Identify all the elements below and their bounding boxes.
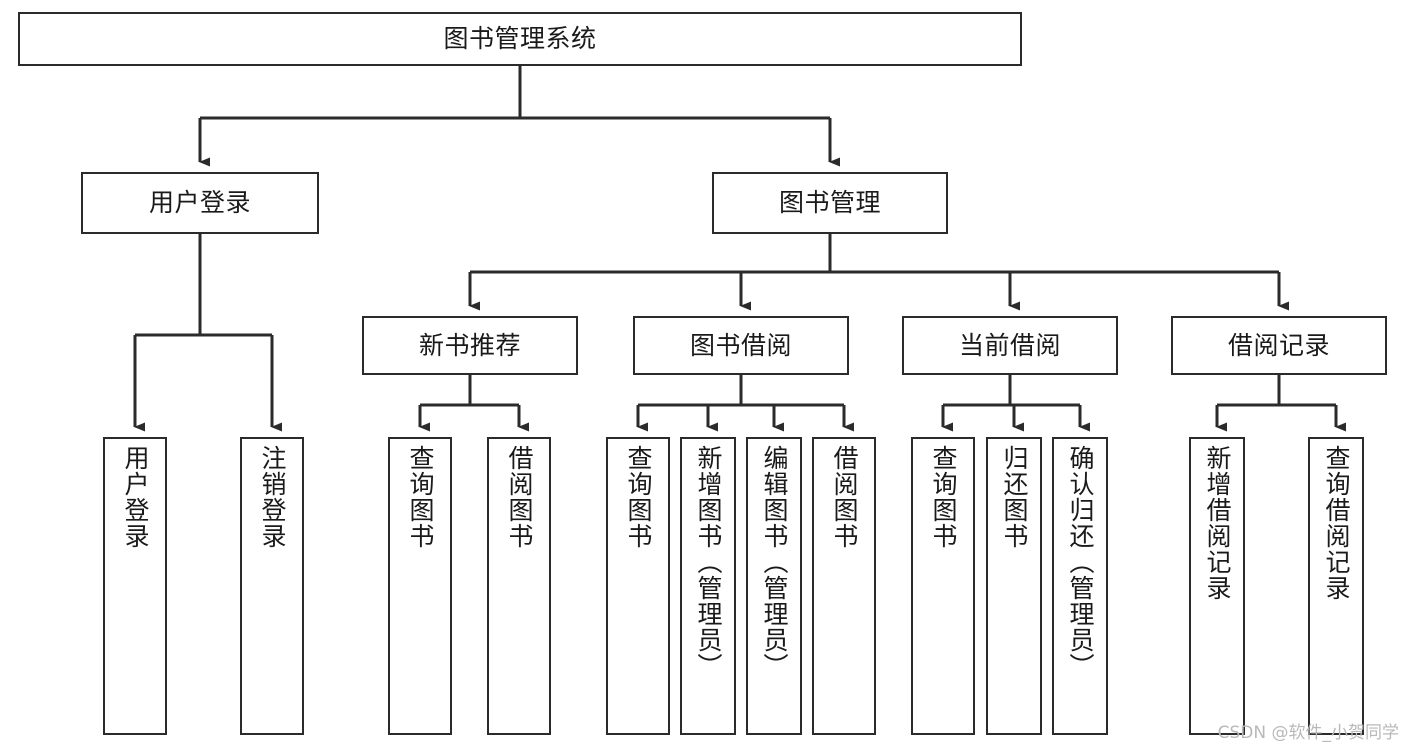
node-leaf-borrow-book-rec[interactable]: 借阅图书 [487, 437, 551, 735]
node-leaf-confirm-return-admin-label: 确认归还（管理员） [1066, 445, 1095, 679]
node-user-login[interactable]: 用户登录 [81, 172, 319, 234]
node-book-manage-label: 图书管理 [778, 188, 881, 218]
node-borrow-record[interactable]: 借阅记录 [1171, 316, 1387, 375]
node-current-borrow-label: 当前借阅 [958, 330, 1061, 360]
node-leaf-query-book-borrow[interactable]: 查询图书 [606, 437, 670, 735]
node-leaf-borrow-book[interactable]: 借阅图书 [812, 437, 876, 735]
node-leaf-add-book-admin-label: 新增图书（管理员） [694, 445, 723, 679]
node-leaf-return-book[interactable]: 归还图书 [986, 437, 1042, 735]
node-leaf-query-book-rec-label: 查询图书 [406, 445, 435, 549]
node-leaf-query-book-current-label: 查询图书 [929, 445, 958, 549]
node-new-book-recommend[interactable]: 新书推荐 [362, 316, 578, 375]
node-leaf-add-borrow-record-label: 新增借阅记录 [1203, 445, 1232, 601]
node-leaf-borrow-book-rec-label: 借阅图书 [505, 445, 534, 549]
node-root-label: 图书管理系统 [443, 24, 597, 54]
node-leaf-return-book-label: 归还图书 [1000, 445, 1029, 549]
node-root[interactable]: 图书管理系统 [18, 12, 1022, 66]
node-leaf-query-book-current[interactable]: 查询图书 [911, 437, 975, 735]
node-leaf-query-book-borrow-label: 查询图书 [624, 445, 653, 549]
node-leaf-user-login-label: 用户登录 [121, 445, 150, 549]
node-borrow-record-label: 借阅记录 [1227, 330, 1330, 360]
node-leaf-add-book-admin[interactable]: 新增图书（管理员） [680, 437, 736, 735]
node-book-borrow-label: 图书借阅 [689, 330, 792, 360]
node-leaf-user-login[interactable]: 用户登录 [103, 437, 167, 735]
node-leaf-add-borrow-record[interactable]: 新增借阅记录 [1189, 437, 1245, 735]
node-book-borrow[interactable]: 图书借阅 [633, 316, 849, 375]
node-current-borrow[interactable]: 当前借阅 [902, 316, 1118, 375]
node-book-manage[interactable]: 图书管理 [712, 172, 948, 234]
node-leaf-edit-book-admin-label: 编辑图书（管理员） [760, 445, 789, 679]
node-leaf-logout-login[interactable]: 注销登录 [240, 437, 304, 735]
node-leaf-query-borrow-record-label: 查询借阅记录 [1322, 445, 1351, 601]
node-leaf-confirm-return-admin[interactable]: 确认归还（管理员） [1052, 437, 1108, 735]
node-user-login-label: 用户登录 [148, 188, 251, 218]
node-leaf-query-borrow-record[interactable]: 查询借阅记录 [1308, 437, 1364, 735]
node-leaf-query-book-rec[interactable]: 查询图书 [388, 437, 452, 735]
node-leaf-edit-book-admin[interactable]: 编辑图书（管理员） [746, 437, 802, 735]
node-leaf-logout-login-label: 注销登录 [258, 445, 287, 549]
node-new-book-recommend-label: 新书推荐 [418, 330, 521, 360]
node-leaf-borrow-book-label: 借阅图书 [830, 445, 859, 549]
